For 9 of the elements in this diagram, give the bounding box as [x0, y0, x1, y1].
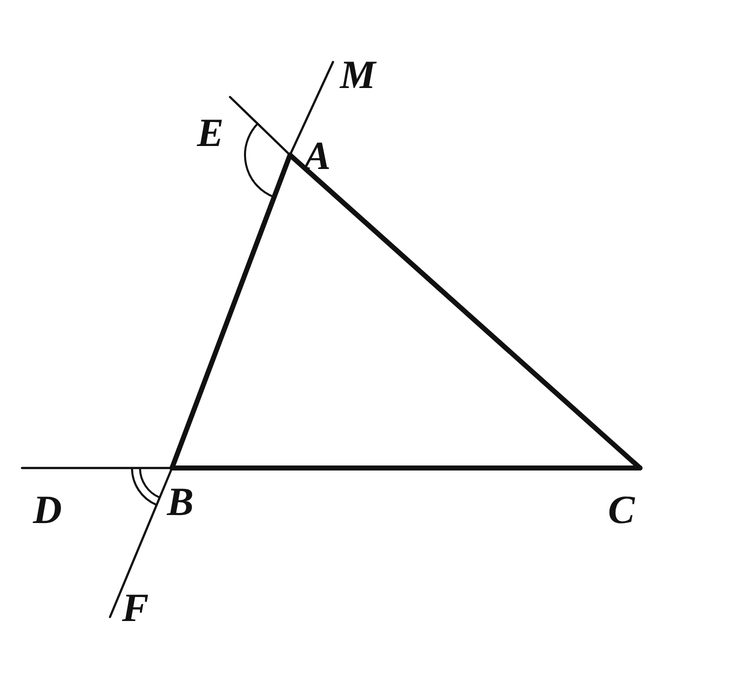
point-label: E [197, 113, 224, 153]
line-segment [108, 466, 174, 618]
point-label: D [33, 490, 62, 530]
point-label: B [167, 482, 194, 522]
point-label: F [122, 588, 149, 628]
line-segment [228, 96, 292, 156]
line-segment [170, 466, 642, 470]
point-label: M [340, 55, 376, 95]
point-label: C [608, 490, 635, 530]
